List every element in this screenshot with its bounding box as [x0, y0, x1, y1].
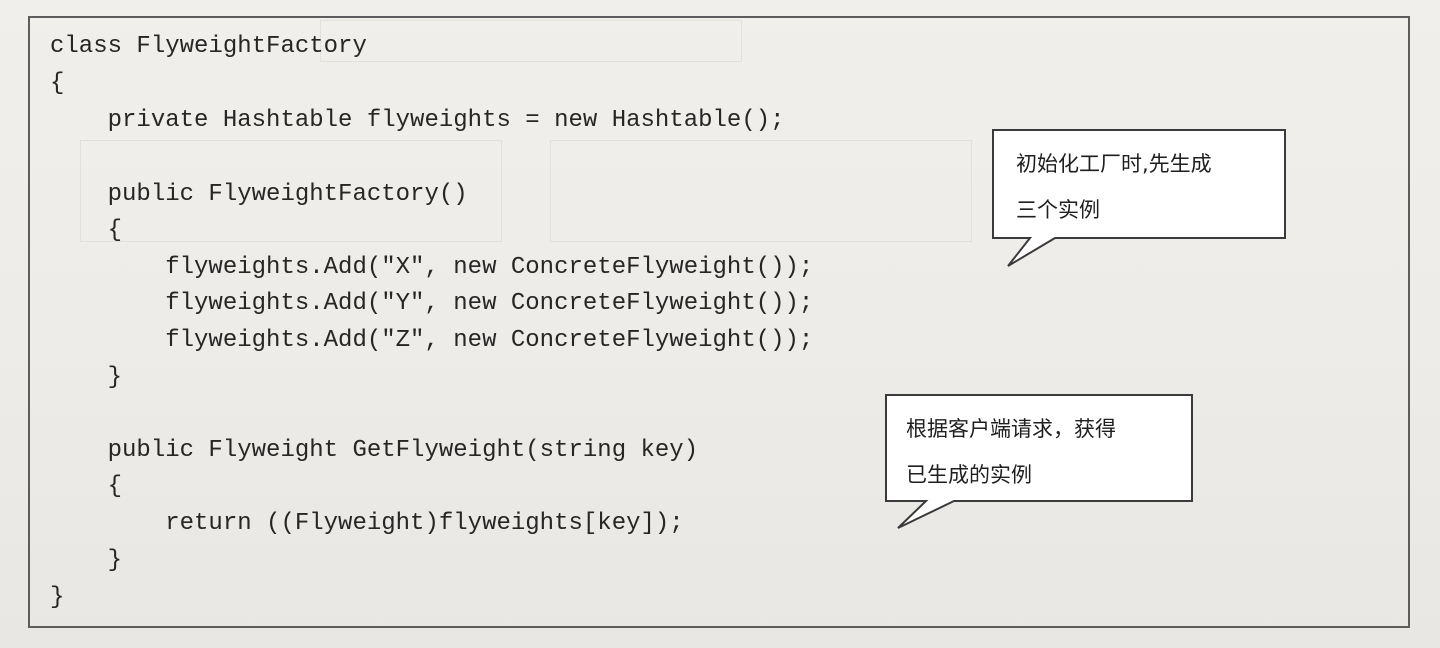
code-line: class FlyweightFactory	[50, 33, 367, 60]
code-line: {	[50, 473, 123, 500]
callout-bubble-shape	[885, 394, 1193, 529]
annotation-callout: 初始化工厂时,先生成 三个实例	[990, 128, 1290, 270]
code-line: public Flyweight GetFlyweight(string key…	[50, 437, 699, 464]
annotation-callout: 根据客户端请求，获得 已生成的实例	[884, 393, 1196, 535]
code-line: {	[50, 217, 123, 244]
bleed-through-box	[80, 140, 502, 242]
code-line: flyweights.Add("Y", new ConcreteFlyweigh…	[50, 290, 814, 317]
code-line: {	[50, 70, 65, 97]
callout-text: 三个实例	[1016, 198, 1100, 222]
code-line: flyweights.Add("Z", new ConcreteFlyweigh…	[50, 327, 814, 354]
code-line: }	[50, 547, 123, 574]
code-line: public FlyweightFactory()	[50, 181, 468, 208]
bleed-through-box	[550, 140, 972, 242]
code-line: flyweights.Add("X", new ConcreteFlyweigh…	[50, 254, 814, 281]
callout-text: 已生成的实例	[906, 463, 1032, 487]
code-line: }	[50, 364, 123, 391]
callout-text: 根据客户端请求，获得	[906, 417, 1116, 441]
bleed-through-box	[320, 20, 742, 62]
code-line: return ((Flyweight)flyweights[key]);	[50, 510, 684, 537]
code-listing-frame: class FlyweightFactory { private Hashtab…	[28, 16, 1410, 628]
callout-bubble-shape	[992, 129, 1286, 267]
code-line: private Hashtable flyweights = new Hasht…	[50, 107, 785, 134]
callout-text: 初始化工厂时,先生成	[1016, 152, 1212, 176]
code-line: }	[50, 584, 65, 611]
